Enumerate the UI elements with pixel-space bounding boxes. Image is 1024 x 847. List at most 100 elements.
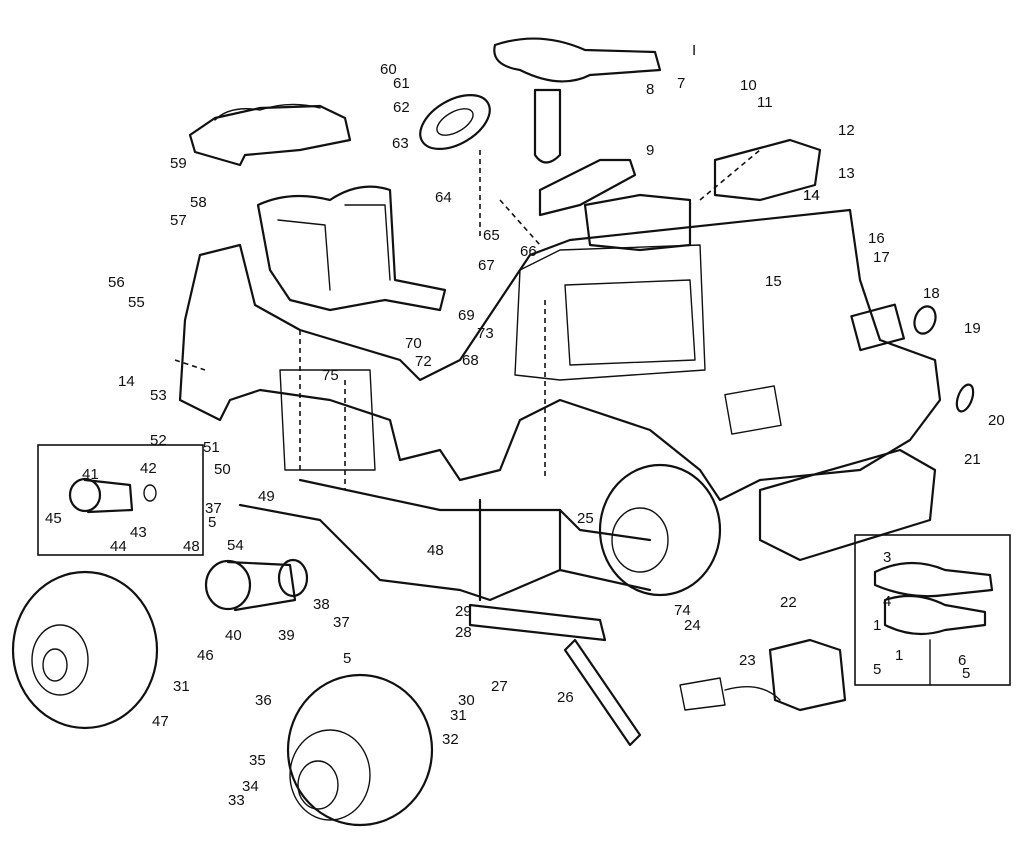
part-label-78: 6: [958, 652, 966, 669]
part-label-44: 47: [152, 713, 169, 730]
part-label-5: 64: [435, 189, 452, 206]
part-label-48: 33: [228, 792, 245, 809]
part-label-54: 28: [455, 624, 472, 641]
inset-box-shifter: [854, 534, 1011, 686]
part-label-33: 37: [205, 500, 222, 517]
rear-right-wheel-part: [598, 463, 722, 597]
seat-cushion-part: [188, 103, 352, 167]
part-label-25: 41: [82, 466, 99, 483]
part-label-81: 5: [873, 661, 881, 678]
part-label-46: 35: [249, 752, 266, 769]
part-label-50: 31: [450, 707, 467, 724]
part-label-32: 49: [258, 488, 275, 505]
part-label-40: 37: [333, 614, 350, 631]
part-label-38: 39: [278, 627, 295, 644]
part-label-41: 5: [343, 650, 351, 667]
part-label-1: 60: [380, 61, 397, 78]
part-label-74: 68: [462, 352, 479, 369]
part-label-24: 52: [150, 432, 167, 449]
part-label-65: 18: [923, 285, 940, 302]
part-label-64: 19: [964, 320, 981, 337]
part-label-13: 11: [757, 94, 773, 111]
part-label-18: 58: [190, 194, 207, 211]
part-label-29: 44: [110, 538, 127, 555]
part-label-23: 53: [150, 387, 167, 404]
part-label-36: 48: [183, 538, 200, 555]
part-label-60: 23: [739, 652, 756, 669]
seats-part: [256, 185, 447, 312]
chassis-frame-part: [238, 478, 652, 747]
part-label-66: 17: [873, 249, 890, 266]
part-label-11: 9: [646, 142, 654, 159]
shifter-part: [493, 37, 662, 217]
part-label-49: 30: [458, 692, 475, 709]
part-label-77: 4: [883, 593, 891, 610]
part-label-7: 66: [520, 243, 537, 260]
part-label-3: 62: [393, 99, 410, 116]
part-label-16: 14: [803, 187, 820, 204]
part-label-6: 65: [483, 227, 500, 244]
part-label-12: 10: [740, 77, 757, 94]
part-label-31: 50: [214, 461, 231, 478]
charger-part: [679, 638, 847, 712]
part-label-59: 24: [684, 617, 701, 634]
inset-box-52: [37, 444, 204, 556]
part-label-15: 13: [838, 165, 855, 182]
part-label-76: 3: [883, 549, 891, 566]
headlight-part: [850, 303, 975, 413]
part-label-37: 40: [225, 627, 242, 644]
assembly-guide-lines: [174, 149, 761, 490]
part-label-75: 75: [322, 367, 339, 384]
part-label-80: 1: [873, 617, 881, 634]
battery-part: [583, 138, 822, 252]
part-label-4: 63: [392, 135, 409, 152]
part-label-61: 22: [780, 594, 797, 611]
part-label-57: 48: [427, 542, 444, 559]
part-label-9: 8: [646, 81, 654, 98]
part-label-19: 57: [170, 212, 187, 229]
part-label-51: 32: [442, 731, 459, 748]
part-label-2: 61: [393, 75, 410, 92]
vehicle-body-part: [178, 208, 942, 562]
part-label-22: 14: [118, 373, 135, 390]
motor-gearbox-part: [204, 558, 309, 612]
part-label-21: 55: [128, 294, 145, 311]
part-label-35: 54: [227, 537, 244, 554]
part-label-69: 14: [803, 187, 820, 204]
part-label-27: 45: [45, 510, 62, 527]
part-label-42: 46: [197, 647, 214, 664]
part-label-43: 31: [173, 678, 190, 695]
part-label-73: 73: [477, 325, 494, 342]
part-label-26: 42: [140, 460, 157, 477]
part-label-68: 15: [765, 273, 782, 290]
part-label-53: 29: [455, 603, 472, 620]
part-label-17: 59: [170, 155, 187, 172]
part-label-28: 43: [130, 524, 147, 541]
part-label-30: 51: [203, 439, 220, 456]
part-label-0: I: [692, 42, 696, 59]
part-label-10: 7: [677, 75, 685, 92]
part-label-71: 70: [405, 335, 422, 352]
part-label-34: 5: [208, 514, 216, 531]
part-label-63: 20: [988, 412, 1005, 429]
rear-left-wheel-part: [11, 570, 159, 730]
part-label-14: 12: [838, 122, 855, 139]
part-label-52: 27: [491, 678, 508, 695]
part-label-79: 5: [962, 665, 970, 682]
part-label-72: 72: [415, 353, 432, 370]
part-label-45: 36: [255, 692, 272, 709]
part-label-82: 1: [895, 647, 903, 664]
part-label-47: 34: [242, 778, 259, 795]
part-label-39: 38: [313, 596, 330, 613]
part-label-20: 56: [108, 274, 125, 291]
inset-hub-part: [68, 477, 157, 514]
part-label-67: 16: [868, 230, 885, 247]
part-label-8: 67: [478, 257, 495, 274]
part-label-58: 74: [674, 602, 691, 619]
part-label-62: 21: [964, 451, 981, 468]
inset-shifter-part: [873, 561, 994, 686]
front-wheel-part: [286, 673, 434, 827]
